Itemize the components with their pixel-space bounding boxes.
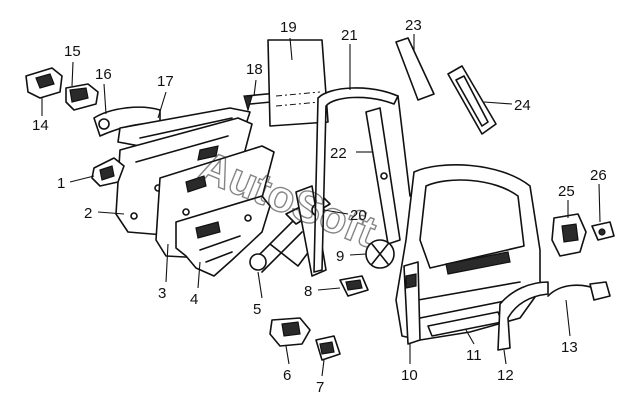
callout-17: 17 — [157, 73, 174, 90]
callout-6: 6 — [283, 367, 291, 384]
part-26-striker — [591, 221, 615, 241]
callout-16: 16 — [95, 66, 112, 83]
part-23-quarter-glass — [395, 37, 435, 101]
callout-10: 10 — [401, 367, 418, 384]
callout-4: 4 — [190, 291, 198, 308]
callout-23: 23 — [405, 17, 422, 34]
part-8-handle-housing — [339, 275, 369, 297]
callout-5: 5 — [253, 301, 261, 318]
callout-1: 1 — [57, 175, 65, 192]
part-21-window-channel — [313, 87, 411, 273]
callout-21: 21 — [341, 27, 358, 44]
callout-18: 18 — [246, 61, 263, 78]
callout-14: 14 — [32, 117, 49, 134]
callout-22: 22 — [330, 145, 347, 162]
callout-13: 13 — [561, 339, 578, 356]
part-9-regulator-motor — [365, 239, 395, 269]
leader-lines — [41, 34, 601, 377]
callout-11: 11 — [466, 347, 482, 364]
callout-20: 20 — [350, 207, 367, 224]
part-15-handle — [65, 83, 99, 111]
callout-9: 9 — [336, 248, 344, 265]
callout-7: 7 — [316, 379, 324, 396]
part-16-armrest-bracket — [93, 106, 161, 137]
callout-26: 26 — [590, 167, 607, 184]
part-13-latch-lever — [547, 281, 611, 301]
callout-12: 12 — [497, 367, 514, 384]
callout-15: 15 — [64, 43, 81, 60]
callout-8: 8 — [304, 283, 312, 300]
callout-24: 24 — [514, 97, 531, 114]
callout-19: 19 — [280, 19, 297, 36]
part-19-door-glass — [267, 39, 329, 127]
part-14-bracket — [25, 67, 63, 99]
part-22-division-bar — [365, 107, 401, 245]
part-12-arch-liner — [497, 281, 549, 351]
part-6-lock-actuator — [269, 317, 311, 347]
callout-25: 25 — [558, 183, 575, 200]
part-1-clip — [91, 157, 125, 187]
part-25-door-lock — [551, 213, 587, 257]
part-10-hinge — [403, 261, 421, 345]
part-4-carrier — [175, 195, 271, 277]
callout-labels: 1 2 3 4 5 6 7 8 9 10 11 12 13 14 15 16 1… — [32, 17, 607, 396]
part-7-check-strap — [315, 335, 341, 361]
callout-3: 3 — [158, 285, 166, 302]
part-24-quarter-seal — [447, 65, 497, 135]
callout-2: 2 — [84, 205, 92, 222]
